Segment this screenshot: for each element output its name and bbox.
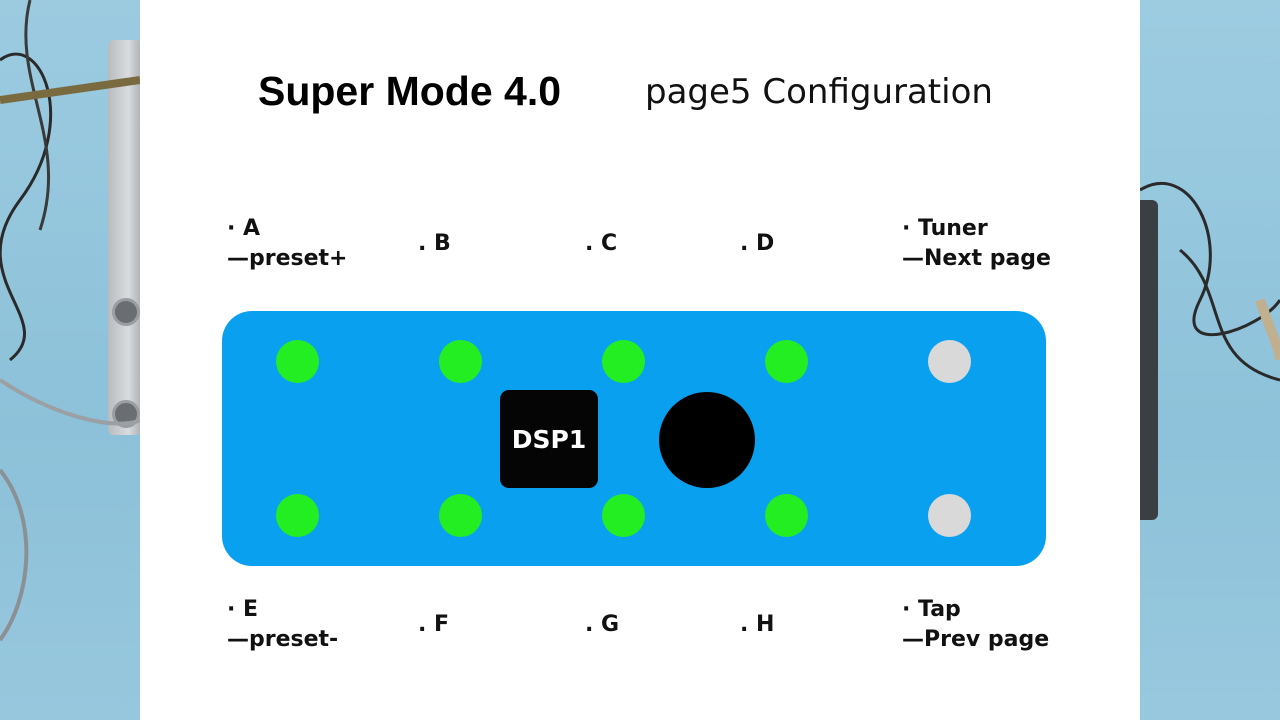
knob-icon <box>112 298 140 326</box>
led-c <box>602 340 645 383</box>
config-slide: Super Mode 4.0 page5 Configuration · A —… <box>140 0 1140 720</box>
page-subtitle: page5 Configuration <box>645 72 993 112</box>
footswitch-label-c: . C <box>585 229 617 259</box>
footswitch-label-e: · E —preset- <box>227 595 338 655</box>
footswitch-label-tuner: · Tuner —Next page <box>902 214 1051 274</box>
label-short-press: . D <box>740 231 775 256</box>
dsp-display: DSP1 <box>500 390 598 488</box>
led-d <box>765 340 808 383</box>
label-long-press: —preset+ <box>227 246 348 271</box>
background-photo-left <box>0 0 140 720</box>
label-long-press: —Next page <box>902 246 1051 271</box>
footswitch-label-a: · A —preset+ <box>227 214 347 274</box>
led-tap <box>928 494 971 537</box>
footswitch-label-h: . H <box>740 610 774 640</box>
led-tuner <box>928 340 971 383</box>
footswitch-label-b: . B <box>418 229 451 259</box>
label-short-press: · E <box>227 597 259 622</box>
led-e <box>276 494 319 537</box>
footswitch-label-g: . G <box>585 610 619 640</box>
footswitch-label-f: . F <box>418 610 449 640</box>
background-photo-right <box>1140 0 1280 720</box>
footswitch-label-tap: · Tap —Prev page <box>902 595 1049 655</box>
page-title: Super Mode 4.0 <box>258 68 562 114</box>
led-b <box>439 340 482 383</box>
label-short-press: · Tuner <box>902 216 988 241</box>
label-short-press: · Tap <box>902 597 961 622</box>
label-short-press: . F <box>418 612 450 637</box>
led-f <box>439 494 482 537</box>
pedal-board: DSP1 <box>222 311 1046 566</box>
pedal-device-right <box>1140 200 1158 520</box>
label-short-press: . G <box>585 612 620 637</box>
label-short-press: . C <box>585 231 618 256</box>
led-a <box>276 340 319 383</box>
pedal-device-left <box>108 40 140 435</box>
main-knob <box>659 392 755 488</box>
label-long-press: —Prev page <box>902 627 1050 652</box>
label-short-press: . B <box>418 231 451 256</box>
label-short-press: · A <box>227 216 261 241</box>
led-h <box>765 494 808 537</box>
led-g <box>602 494 645 537</box>
footswitch-label-d: . D <box>740 229 774 259</box>
cables-illustration <box>1140 182 1280 382</box>
label-long-press: —preset- <box>227 627 339 652</box>
cables-illustration <box>0 0 140 642</box>
label-short-press: . H <box>740 612 775 637</box>
